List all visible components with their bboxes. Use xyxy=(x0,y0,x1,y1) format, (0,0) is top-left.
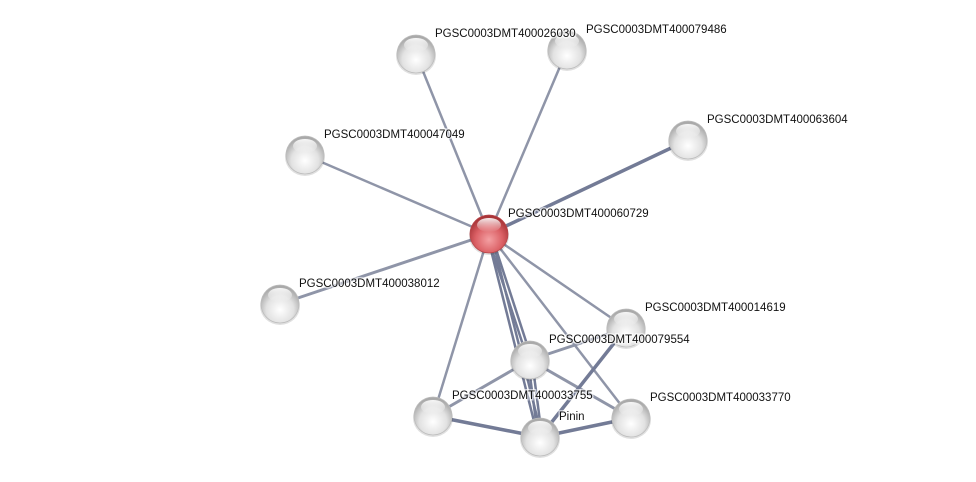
edge-center-n38012[interactable] xyxy=(279,232,490,306)
node-highlight xyxy=(619,402,643,416)
edge-center-n79486[interactable] xyxy=(487,49,569,235)
node-label[interactable]: PGSC0003DMT400033770 xyxy=(649,391,793,406)
node-highlight xyxy=(614,312,638,326)
node-n79554[interactable] xyxy=(510,340,550,381)
node-label[interactable]: PGSC0003DMT400033755 xyxy=(451,389,595,404)
edge-center-n33770[interactable] xyxy=(488,233,632,419)
edge-center-n26030[interactable] xyxy=(414,53,491,235)
node-label[interactable]: PGSC0003DMT400060729 xyxy=(507,207,651,222)
node-n47049[interactable] xyxy=(285,135,325,176)
edge-n79554-n33770[interactable] xyxy=(529,358,632,420)
node-highlight xyxy=(518,344,542,358)
node-highlight xyxy=(404,38,428,52)
edge-center-n79554[interactable] xyxy=(489,232,534,360)
node-highlight xyxy=(555,34,579,48)
node-label[interactable]: PGSC0003DMT400079486 xyxy=(585,23,729,38)
edge-center-n47049[interactable] xyxy=(304,153,490,236)
node-label[interactable]: PGSC0003DMT400079554 xyxy=(548,333,692,348)
node-highlight xyxy=(268,288,292,302)
edge-center-pinin[interactable] xyxy=(485,234,540,438)
edge-center-n14619[interactable] xyxy=(488,232,627,330)
edge-center-n63604[interactable] xyxy=(488,138,689,236)
node-n14619[interactable] xyxy=(606,308,646,349)
edge-n14619-pinin[interactable] xyxy=(538,326,628,439)
node-label[interactable]: PGSC0003DMT400026030 xyxy=(434,27,578,42)
node-n26030[interactable] xyxy=(396,34,436,75)
node-n38012[interactable] xyxy=(260,284,300,325)
node-highlight xyxy=(421,400,445,414)
node-center[interactable] xyxy=(469,214,509,255)
node-label[interactable]: PGSC0003DMT400063604 xyxy=(706,113,850,128)
node-label[interactable]: PGSC0003DMT400014619 xyxy=(644,301,788,316)
node-label[interactable]: PGSC0003DMT400047049 xyxy=(323,128,467,143)
node-label[interactable]: Pinin xyxy=(558,410,587,425)
edge-center-n33755[interactable] xyxy=(431,233,491,417)
node-pinin[interactable] xyxy=(520,417,560,458)
node-n63604[interactable] xyxy=(668,120,708,161)
node-n33770[interactable] xyxy=(611,398,651,439)
node-n79486[interactable] xyxy=(547,30,587,71)
labels-layer: PGSC0003DMT400060729 PGSC0003DMT400026030… xyxy=(298,23,850,425)
node-highlight xyxy=(676,124,700,138)
node-highlight xyxy=(477,218,501,232)
node-highlight xyxy=(528,421,552,435)
node-highlight xyxy=(293,139,317,153)
node-n33755[interactable] xyxy=(413,396,453,437)
nodes-layer xyxy=(260,30,708,458)
node-label[interactable]: PGSC0003DMT400038012 xyxy=(298,277,442,292)
